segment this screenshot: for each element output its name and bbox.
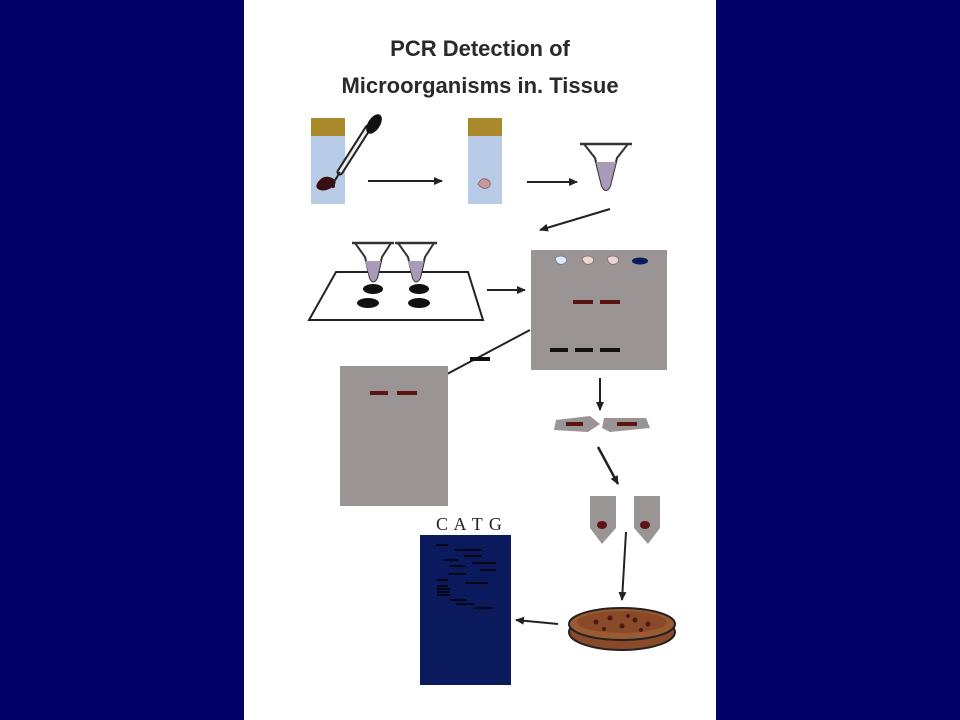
digestion-tube [468, 118, 502, 204]
pcr-tube-right [395, 241, 437, 283]
sequencing-lane-labels: C A T G [436, 514, 503, 534]
excised-gel-slices [554, 416, 650, 432]
blot-band [397, 391, 417, 395]
tube-cap [468, 118, 502, 136]
pcr-tube-icon [580, 142, 632, 191]
gel-well-3 [606, 255, 619, 265]
blot-band [370, 391, 388, 395]
tube-left [590, 496, 616, 544]
arrow-7 [596, 446, 620, 485]
membrane-sheet [340, 366, 448, 506]
sequencing-gel [420, 535, 511, 685]
blot-membrane [340, 366, 448, 506]
gel-well-2 [581, 255, 594, 265]
dropper-icon [331, 114, 382, 188]
excised-band [470, 357, 490, 361]
plate-outline [307, 271, 485, 321]
arrow-9 [515, 616, 559, 625]
pcr-tube-left [352, 241, 394, 283]
digested-tissue [477, 178, 491, 189]
title-line-2: Microorganisms in. Tissue [341, 73, 619, 98]
tube-cap [311, 118, 345, 136]
tissue-sample-tube [311, 118, 345, 204]
title-line-1: PCR Detection of [390, 36, 570, 61]
pcr-workflow-diagram: C A T G [307, 114, 676, 685]
gel-band [575, 348, 593, 352]
tissue-specimen [316, 176, 336, 191]
gel-band [573, 300, 593, 304]
petri-dish-icon [568, 607, 676, 651]
thermocycler-plate [307, 241, 485, 321]
gel-band [600, 300, 620, 304]
gel-well-1 [554, 255, 567, 265]
gel-band [550, 348, 568, 352]
sequencing-gel-slab [420, 535, 511, 685]
agarose-gel [531, 250, 667, 370]
arrow-5 [431, 329, 531, 383]
arrow-8 [618, 531, 627, 601]
elution-tubes [590, 496, 660, 544]
gel-band [600, 348, 620, 352]
figure-panel: PCR Detection of Microorganisms in. Tiss… [244, 0, 716, 720]
tube-body [468, 136, 502, 204]
tube-right [634, 496, 660, 544]
diagram-title: PCR Detection of Microorganisms in. Tiss… [244, 30, 716, 104]
gel-well-marker [632, 257, 648, 265]
arrow-3 [539, 208, 611, 232]
